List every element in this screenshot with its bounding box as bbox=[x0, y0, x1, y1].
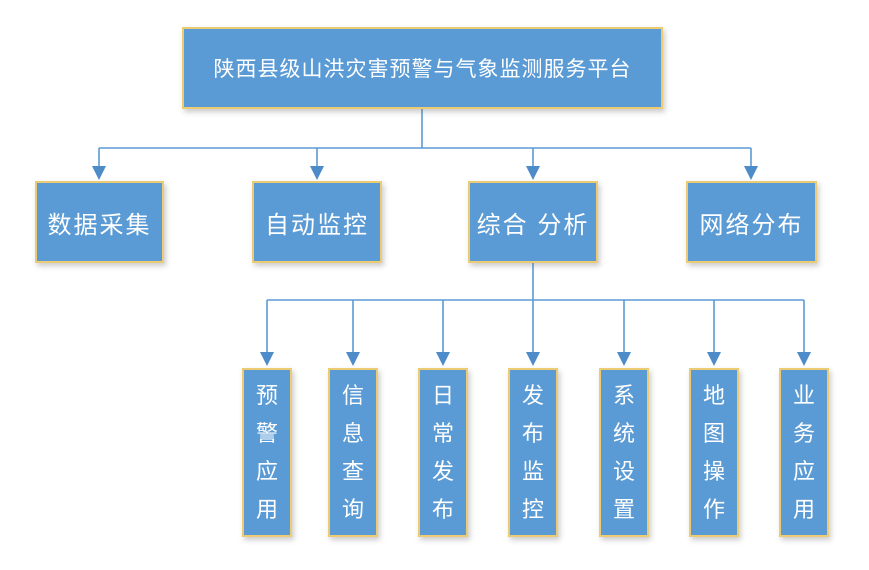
node-business-application: 业务应用 bbox=[779, 368, 829, 537]
node-warning-application-label: 预警应用 bbox=[255, 382, 278, 522]
node-map-operation-label: 地图操作 bbox=[702, 382, 725, 522]
connector-analysis-to-level3 bbox=[266, 263, 805, 353]
node-warning-application: 预警应用 bbox=[242, 368, 292, 537]
node-system-settings: 系统设置 bbox=[599, 368, 649, 537]
node-auto-monitoring: 自动监控 bbox=[252, 181, 382, 263]
node-platform-root: 陕西县级山洪灾害预警与气象监测服务平台 bbox=[182, 27, 663, 109]
node-daily-release-label: 日常发布 bbox=[431, 382, 454, 522]
connector-root-to-level2 bbox=[98, 109, 752, 167]
node-release-monitoring: 发布监控 bbox=[508, 368, 558, 537]
node-network-distribution: 网络分布 bbox=[686, 181, 817, 263]
connector-root-arrowheads bbox=[92, 166, 758, 180]
node-auto-monitoring-label: 自动监控 bbox=[265, 211, 369, 239]
node-daily-release: 日常发布 bbox=[418, 368, 468, 537]
node-comprehensive-analysis-label: 综合 分析 bbox=[476, 211, 590, 239]
node-business-application-label: 业务应用 bbox=[792, 382, 815, 522]
node-information-query: 信息查询 bbox=[328, 368, 378, 537]
connector-level3-arrowheads bbox=[260, 352, 811, 366]
node-system-settings-label: 系统设置 bbox=[612, 382, 635, 522]
node-map-operation: 地图操作 bbox=[689, 368, 739, 537]
node-data-collection: 数据采集 bbox=[35, 181, 164, 263]
node-information-query-label: 信息查询 bbox=[341, 382, 364, 522]
node-platform-root-label: 陕西县级山洪灾害预警与气象监测服务平台 bbox=[213, 58, 632, 81]
node-data-collection-label: 数据采集 bbox=[47, 211, 152, 239]
node-release-monitoring-label: 发布监控 bbox=[521, 382, 544, 522]
node-comprehensive-analysis: 综合 分析 bbox=[468, 181, 598, 263]
node-network-distribution-label: 网络分布 bbox=[699, 211, 804, 239]
